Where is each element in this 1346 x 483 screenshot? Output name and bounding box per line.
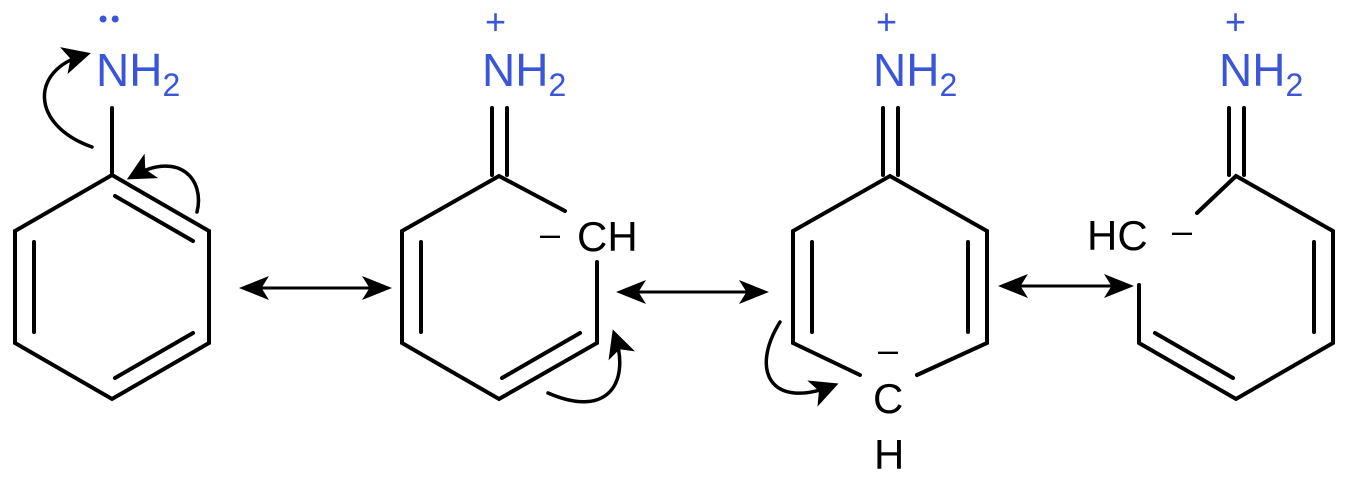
lone-pair: •• <box>96 6 120 34</box>
benzene-ring <box>13 172 211 402</box>
amine-label: NH2 <box>96 44 180 103</box>
amine-symbol: NH <box>1219 44 1285 96</box>
amine-label: NH2 <box>873 44 957 103</box>
iminium-group: NH2 + <box>873 1 957 103</box>
positive-charge: + <box>1225 1 1246 42</box>
structure-ortho-carbanion: NH2 + CH – <box>400 1 638 404</box>
amine-symbol: NH <box>873 44 939 96</box>
amine-subscript: 2 <box>548 67 566 103</box>
curved-arrow-lone-pair <box>42 47 94 149</box>
negative-charge: – <box>540 213 560 254</box>
amine-symbol: NH <box>482 44 548 96</box>
ring <box>791 173 989 377</box>
negative-charge: – <box>1172 210 1192 251</box>
amine-subscript: 2 <box>939 67 957 103</box>
iminium-group: NH2 + <box>1219 1 1303 103</box>
carbanion-label: C <box>873 375 903 422</box>
amine-subscript: 2 <box>1285 67 1303 103</box>
ring <box>400 173 599 402</box>
positive-charge: + <box>876 1 897 42</box>
amine-label: NH2 <box>482 44 566 103</box>
structure-para-carbanion: NH2 + – C H <box>764 1 989 478</box>
iminium-group: NH2 + <box>482 1 566 103</box>
curved-arrow <box>546 329 636 404</box>
structure-aniline: NH2 •• <box>13 6 211 402</box>
curved-arrow <box>764 320 839 407</box>
negative-charge: – <box>878 329 898 370</box>
positive-charge: + <box>485 1 506 42</box>
carbanion-label: HC <box>1087 212 1148 259</box>
amine-group: NH2 •• <box>96 6 180 103</box>
structure-ortho-carbanion-left: NH2 + HC – <box>1087 1 1335 402</box>
carbanion-label: CH <box>577 213 638 260</box>
curved-arrow-pi-bond <box>126 153 201 214</box>
amine-label: NH2 <box>1219 44 1303 103</box>
amine-symbol: NH <box>96 44 162 96</box>
amine-subscript: 2 <box>162 67 180 103</box>
ring <box>1137 173 1335 402</box>
carbanion-hydrogen: H <box>874 431 904 478</box>
